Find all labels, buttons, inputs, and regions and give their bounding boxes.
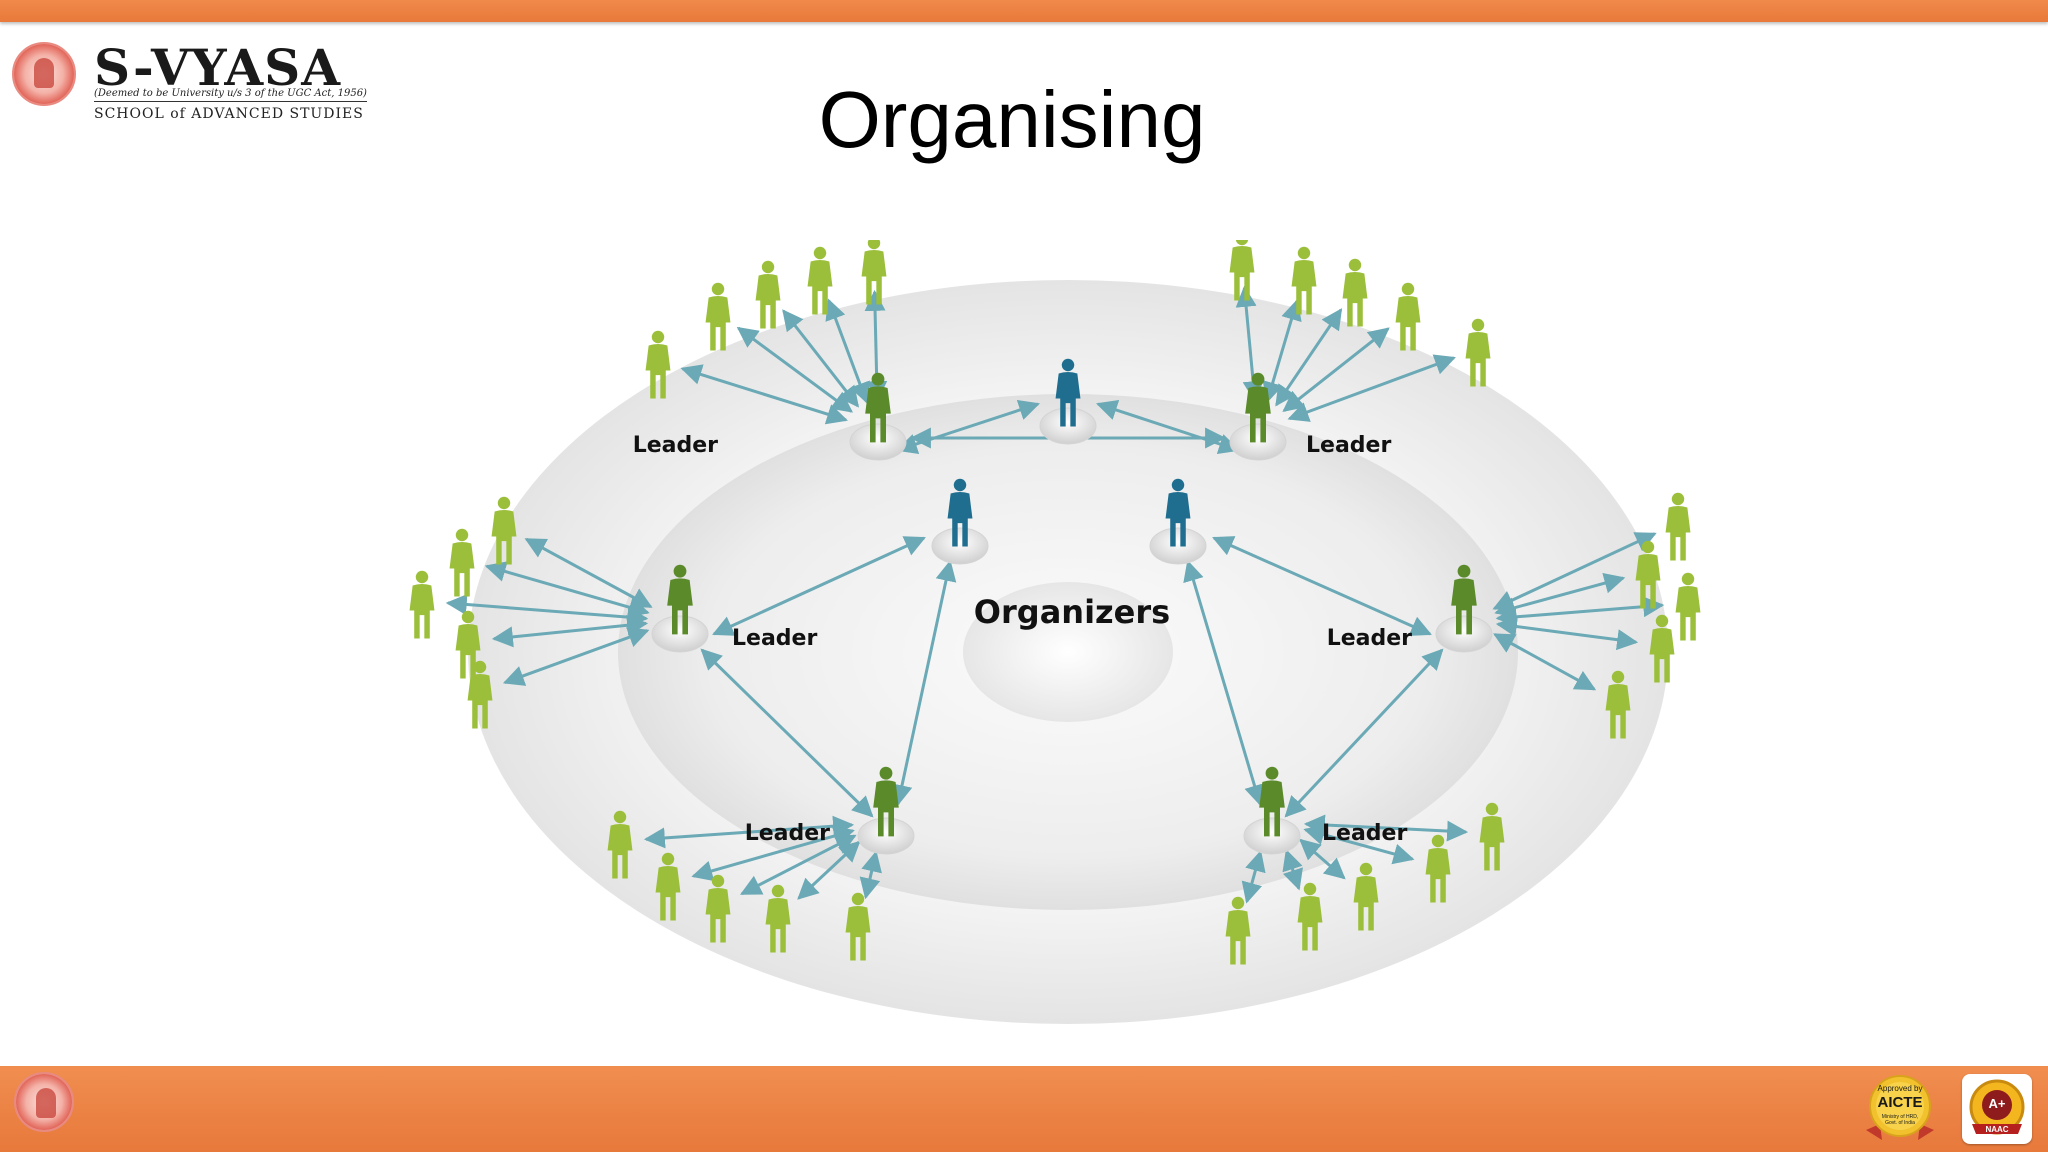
arrow-leader-to-member: [1493, 633, 1597, 691]
arrow-leader-to-leader: [700, 648, 874, 818]
arrow-organizer-to-leader: [712, 536, 926, 636]
leader-label-bottom-left: Leader: [745, 821, 830, 846]
leader-labels: Leader Leader Leader Leader Leader Leade…: [633, 433, 1412, 846]
member-figure: [755, 260, 781, 329]
naac-badge-icon: [1969, 1079, 2025, 1135]
leader-disc: [651, 615, 709, 653]
aicte-badge: Approved by AICTE Ministry of HRD, Govt.…: [1860, 1074, 1940, 1146]
arrow-organizer-to-leader: [1212, 536, 1432, 636]
arrow-leader-to-member: [1282, 849, 1303, 891]
arrow-leader-to-leader: [1284, 648, 1444, 818]
university-seal-icon: [12, 42, 76, 106]
arrow-leader-to-member: [1241, 850, 1266, 904]
leader-disc: [849, 423, 907, 461]
member-figure: [1675, 572, 1701, 641]
member-figure: [1395, 282, 1421, 351]
leader-disc: [1229, 423, 1287, 461]
arrow-organizer-to-leader: [1183, 559, 1265, 807]
arrow-leader-to-member: [859, 850, 882, 900]
arrow-leader-to-member: [797, 840, 861, 900]
arrow-leader-to-member: [825, 298, 870, 404]
organizers-label: Organizers: [974, 593, 1170, 631]
member-figure: [1229, 240, 1255, 301]
top-accent-bar: [0, 0, 2048, 22]
aicte-line2: AICTE: [1877, 1094, 1923, 1111]
logo-tagline: (Deemed to be University u/s 3 of the UG…: [94, 88, 367, 102]
organizer-disc: [1149, 527, 1207, 565]
slide-title: Organising: [818, 75, 1206, 164]
arrow-organizer-to-leader: [891, 559, 957, 807]
university-logo: S-VYASA (Deemed to be University u/s 3 o…: [12, 38, 367, 128]
aicte-line1: Approved by: [1877, 1084, 1923, 1093]
bottom-accent-bar: [0, 1066, 2048, 1152]
organizer-disc: [931, 527, 989, 565]
arrow-leader-to-member: [1495, 616, 1639, 651]
logo-school: SCHOOL of ADVANCED STUDIES: [94, 106, 364, 122]
organizer-disc: [1039, 407, 1097, 445]
logo-name: S-VYASA: [94, 38, 342, 97]
leader-label-mid-left: Leader: [732, 626, 817, 651]
member-figure: [409, 570, 435, 639]
leader-disc: [857, 817, 915, 855]
member-figure: [705, 282, 731, 351]
arrow-leader-to-member: [1303, 814, 1469, 842]
aicte-badge-icon: [1866, 1075, 1934, 1140]
naac-grade: A+: [1988, 1096, 2006, 1111]
naac-label: NAAC: [1985, 1125, 2009, 1134]
member-figure: [449, 528, 475, 597]
footer-seal-icon: [14, 1072, 74, 1132]
arrow-leader-to-member: [502, 627, 650, 686]
naac-badge: A+ NAAC: [1962, 1074, 2032, 1144]
leader-disc: [1243, 817, 1301, 855]
inner-ring: [963, 582, 1173, 722]
leader-disc: [1435, 615, 1493, 653]
leader-label-bottom-right: Leader: [1322, 821, 1407, 846]
organising-diagram: Organizers Leader Leader Leader Leader L…: [409, 240, 1701, 1024]
aicte-line3: Ministry of HRD, Govt. of India: [1881, 1114, 1919, 1126]
member-figure: [1342, 258, 1368, 327]
arrow-leader-to-member: [1495, 596, 1665, 628]
arrow-leader-to-member: [1287, 354, 1456, 422]
platform-discs: [651, 407, 1493, 855]
leader-label-top-right: Leader: [1306, 433, 1391, 458]
leader-label-mid-right: Leader: [1327, 626, 1412, 651]
member-figure: [1665, 492, 1691, 561]
leader-label-top-left: Leader: [633, 433, 718, 458]
